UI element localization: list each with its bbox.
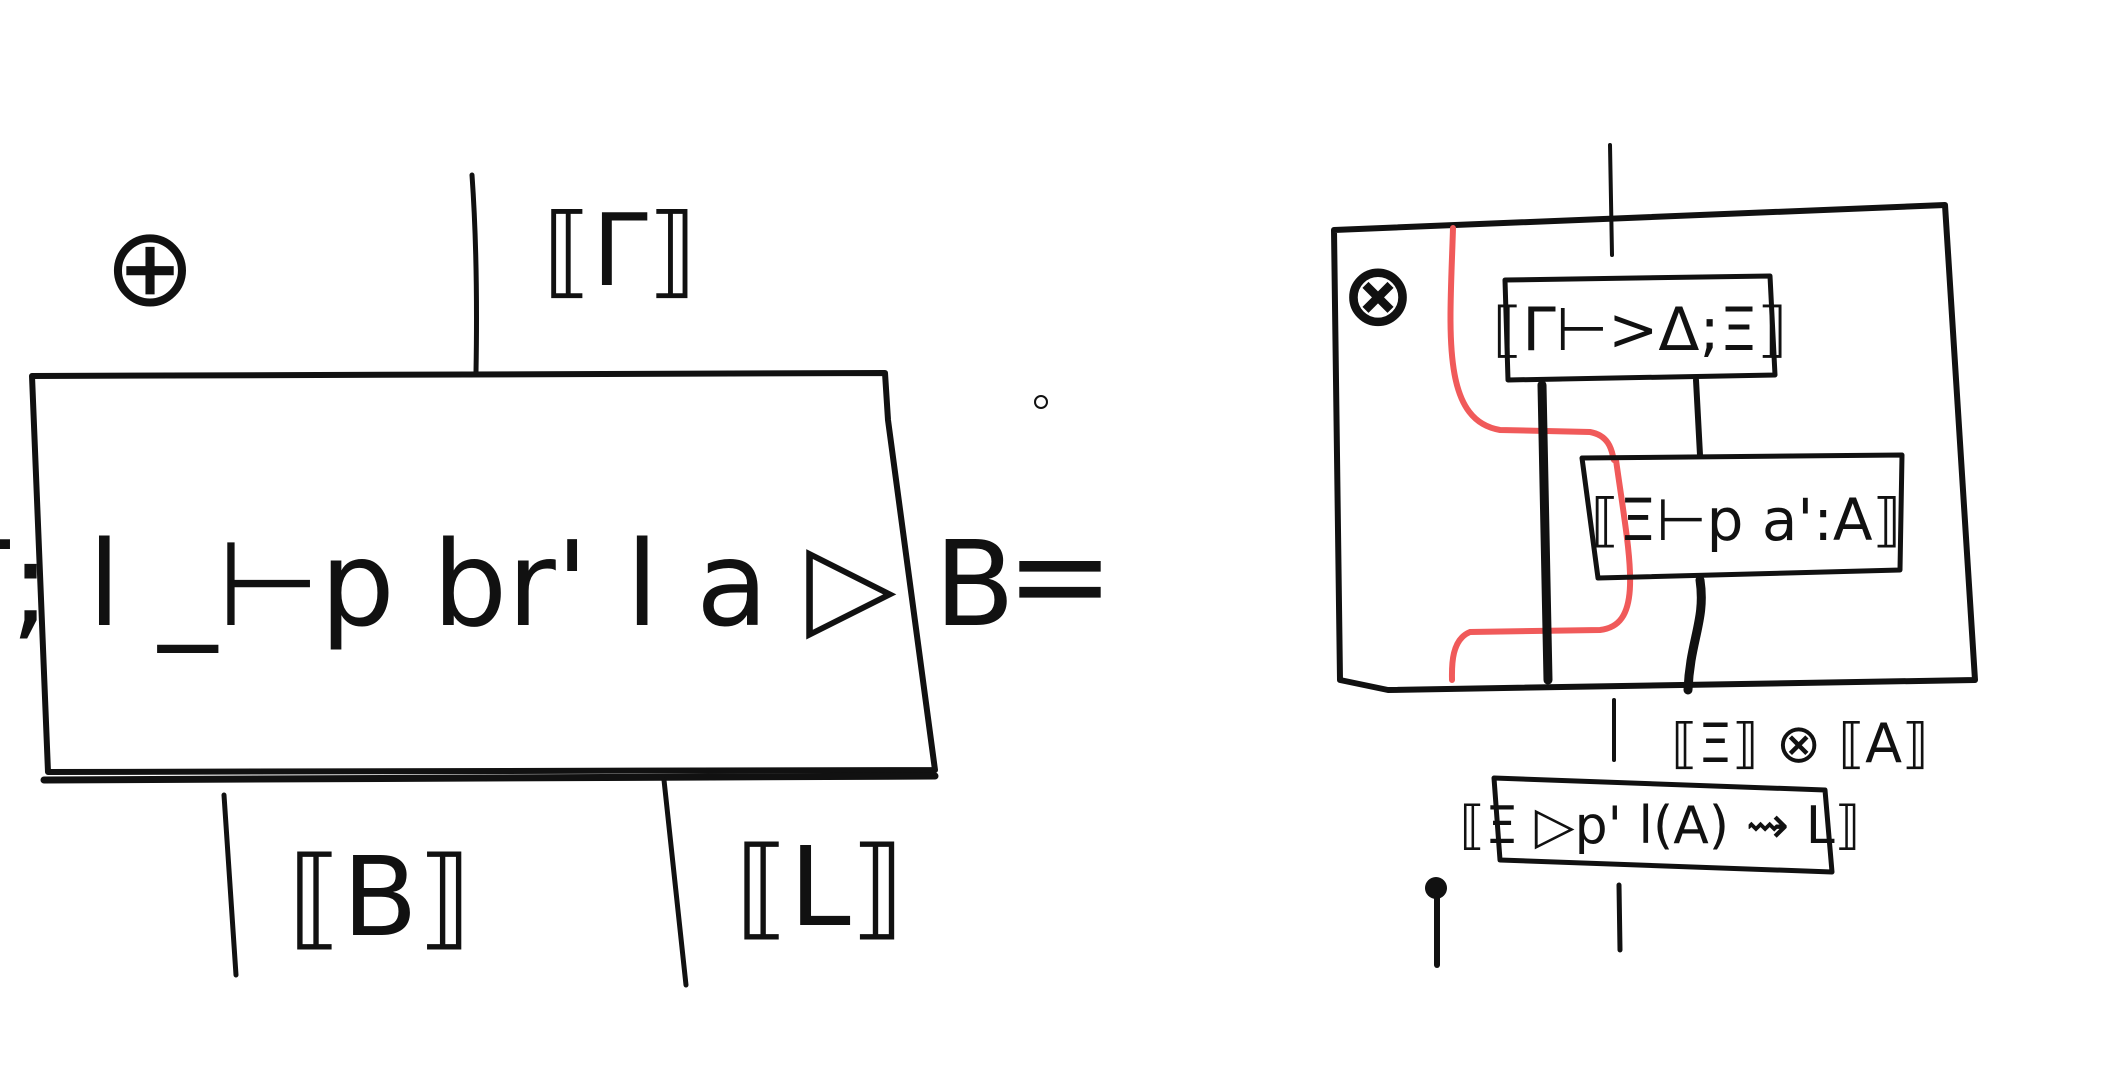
equals-sign: = — [1006, 499, 1115, 651]
right-diagram: ⊗ ⟦Γ⊢>Δ;Ξ⟧ ⟦Ξ⊢p a':A⟧ ⟦Ξ⟧ ⊗ ⟦A⟧ ⟦Ξ ▷p' l… — [1331, 143, 1978, 968]
right-box-2-label: ⟦Ξ⊢p a':A⟧ — [1591, 486, 1902, 554]
right-box-1 — [1502, 273, 1778, 383]
right-output-wire — [1616, 882, 1623, 953]
right-box-3-label: ⟦Ξ ▷p' l(A) ⇝ L⟧ — [1460, 796, 1861, 856]
right-inner-wire-left — [1537, 380, 1553, 685]
right-box-2 — [1579, 452, 1905, 581]
left-top-wire — [469, 172, 479, 375]
right-corner-symbol: ⊗ — [1341, 243, 1415, 346]
left-main-box-bottom — [40, 772, 939, 784]
left-top-wire-label: ⟦Γ⟧ — [543, 192, 698, 309]
right-inner-wire-right — [1693, 377, 1703, 458]
stray-dot — [1034, 395, 1048, 409]
right-inner-wire-right-lower — [1683, 575, 1706, 695]
right-mid-label: ⟦Ξ⟧ ⊗ ⟦A⟧ — [1671, 712, 1929, 775]
left-box-formula: Γ; l _⊢p br' l a ▷ B — [0, 515, 1015, 653]
left-output-wire-b — [221, 792, 239, 978]
left-diagram: ⊕ ⟦Γ⟧ Γ; l _⊢p br' l a ▷ B ⟦B⟧ ⟦L⟧ — [0, 172, 1015, 988]
left-corner-symbol: ⊕ — [104, 203, 196, 331]
right-terminal-dot — [1425, 877, 1447, 899]
right-red-wire — [1447, 225, 1634, 683]
right-top-wire — [1608, 143, 1614, 257]
left-main-box — [29, 370, 938, 775]
right-outer-box — [1331, 202, 1978, 693]
right-box-1-label: ⟦Γ⊢>Δ;Ξ⟧ — [1493, 295, 1788, 365]
left-output-label-l: ⟦L⟧ — [735, 823, 905, 951]
right-box-3 — [1491, 775, 1835, 875]
left-output-wire-l — [661, 777, 689, 988]
left-output-label-b: ⟦B⟧ — [288, 833, 472, 961]
